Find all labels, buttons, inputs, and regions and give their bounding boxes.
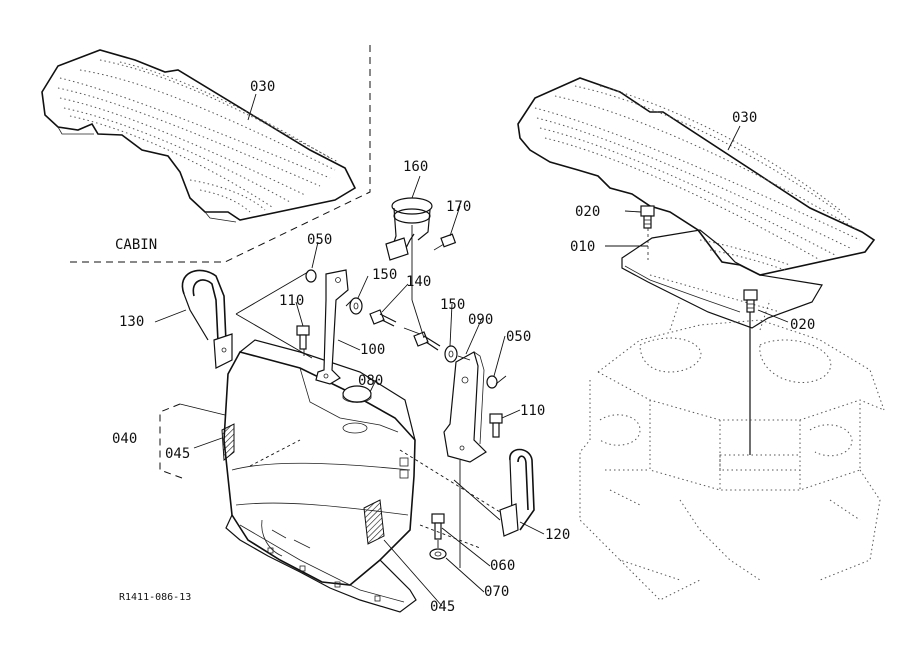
bolt-170 xyxy=(433,233,457,251)
label-040: 040 xyxy=(112,431,137,447)
label-170: 170 xyxy=(446,199,471,215)
label-130: 130 xyxy=(119,314,144,330)
bracket-090 xyxy=(443,351,487,463)
section-label-cabin: CABIN xyxy=(115,237,157,253)
washer-150-right xyxy=(444,345,458,363)
bracket-100 xyxy=(315,269,349,385)
label-150-right: 150 xyxy=(440,297,465,313)
holder-160 xyxy=(385,197,433,261)
assembly-lines xyxy=(179,225,507,568)
bolt-110-left xyxy=(296,325,310,350)
label-070: 070 xyxy=(484,584,509,600)
label-030-left: 030 xyxy=(250,79,275,95)
handrail-130 xyxy=(181,269,233,369)
bolt-140-lower xyxy=(413,331,441,351)
decal-045-left xyxy=(221,423,235,461)
machine-frame-background xyxy=(579,299,885,601)
washer-070 xyxy=(429,548,447,560)
handrail-120 xyxy=(499,448,535,537)
label-020-lower: 020 xyxy=(790,317,815,333)
bolt-110-right xyxy=(489,413,503,438)
bolt-060 xyxy=(431,513,445,540)
label-060: 060 xyxy=(490,558,515,574)
label-050-right: 050 xyxy=(506,329,531,345)
reference-code: R1411-086-13 xyxy=(119,592,191,603)
bolt-140-upper xyxy=(369,309,397,327)
bonnet-skirt xyxy=(225,514,417,613)
bolt-020-lower xyxy=(743,289,758,313)
label-150-left: 150 xyxy=(372,267,397,283)
label-010: 010 xyxy=(570,239,595,255)
washer-150-left xyxy=(349,297,363,315)
label-100: 100 xyxy=(360,342,385,358)
label-020-upper: 020 xyxy=(575,204,600,220)
label-160: 160 xyxy=(403,159,428,175)
bolt-020-upper xyxy=(640,205,655,229)
label-050-left: 050 xyxy=(307,232,332,248)
group-bracket-040 xyxy=(159,403,183,479)
cap-080 xyxy=(342,385,372,403)
label-leaders xyxy=(154,93,789,607)
label-090: 090 xyxy=(468,312,493,328)
label-030-right: 030 xyxy=(732,110,757,126)
label-080: 080 xyxy=(358,373,383,389)
grommet-050-left xyxy=(305,269,317,283)
decal-045-lower xyxy=(363,499,385,545)
label-045-left: 045 xyxy=(165,446,190,462)
label-045-lower: 045 xyxy=(430,599,455,615)
label-120: 120 xyxy=(545,527,570,543)
floor-plate xyxy=(621,229,823,329)
cabin-boundary xyxy=(65,45,371,263)
grommet-050-right xyxy=(486,375,498,389)
floor-mat-left xyxy=(41,49,357,223)
label-140: 140 xyxy=(406,274,431,290)
label-110-right: 110 xyxy=(520,403,545,419)
floor-mat-right xyxy=(517,77,876,276)
label-110-left: 110 xyxy=(279,293,304,309)
